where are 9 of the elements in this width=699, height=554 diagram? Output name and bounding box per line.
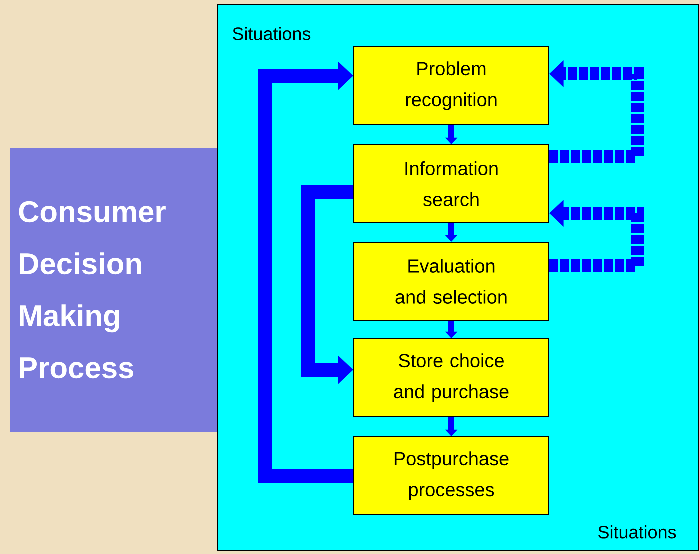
situations-label: Situations [233, 27, 311, 40]
process-box: Information search [354, 144, 550, 224]
arrow [258, 62, 354, 483]
process-box: Postpurchase processes [354, 436, 550, 516]
situations-label: Situations [598, 526, 676, 539]
process-box: Store choice and purchase [354, 338, 550, 418]
process-box: Evaluation and selection [354, 242, 550, 321]
process-box: Problem recognition [354, 46, 550, 126]
title-box: Consumer Decision Making Process [10, 148, 222, 432]
